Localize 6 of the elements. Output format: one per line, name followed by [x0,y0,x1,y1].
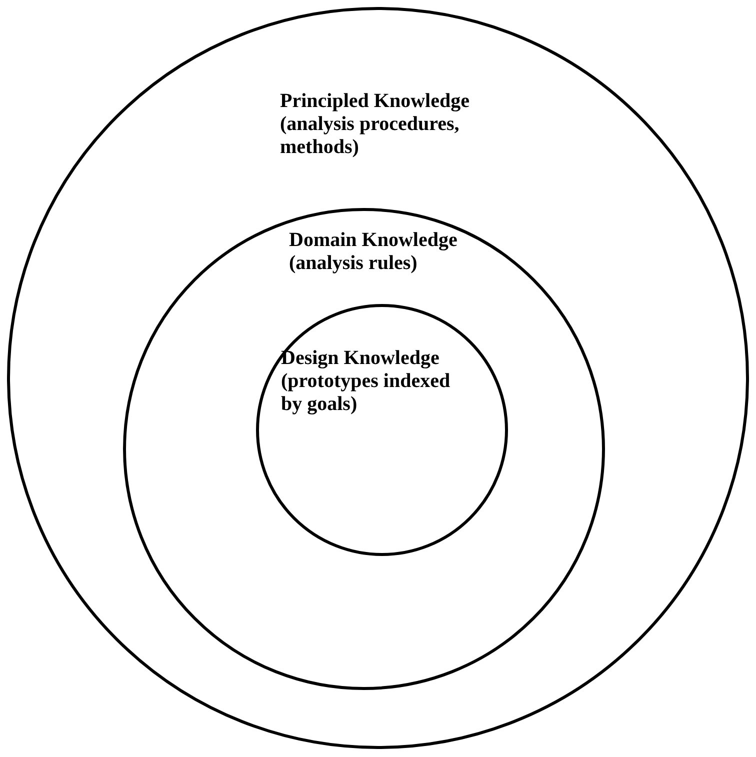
heading-text: Design Knowledge [281,347,440,370]
description-text: (analysis procedures, methods) [280,113,460,159]
heading-text: Principled Knowledge [280,90,470,113]
description-text: (prototypes indexed by goals) [281,370,452,416]
heading-text: Domain Knowledge [289,229,458,252]
description-text: (analysis rules) [289,252,418,275]
